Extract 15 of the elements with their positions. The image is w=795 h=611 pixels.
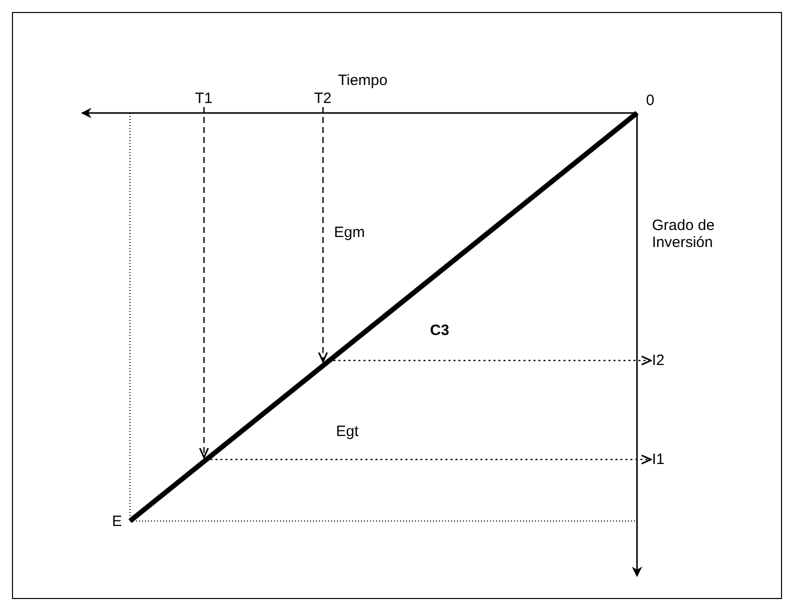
line-label: C3 bbox=[430, 322, 450, 339]
axis-tick-label: I1 bbox=[652, 451, 665, 468]
arrow bbox=[199, 107, 209, 458]
axis-tick-label: T1 bbox=[195, 90, 213, 107]
arrow bbox=[333, 356, 652, 366]
origin-label: 0 bbox=[646, 92, 654, 109]
axis-title: Tiempo bbox=[338, 72, 388, 89]
arrow bbox=[210, 454, 652, 464]
annotation-label: Egt bbox=[336, 423, 359, 440]
axis-tick-label: T2 bbox=[314, 90, 332, 107]
axis-title: Grado de Inversión bbox=[652, 217, 716, 251]
annotation-label: Egm bbox=[334, 224, 365, 241]
axis-tick-label: I2 bbox=[652, 352, 665, 369]
arrow bbox=[318, 107, 328, 362]
point-label: E bbox=[112, 513, 122, 530]
